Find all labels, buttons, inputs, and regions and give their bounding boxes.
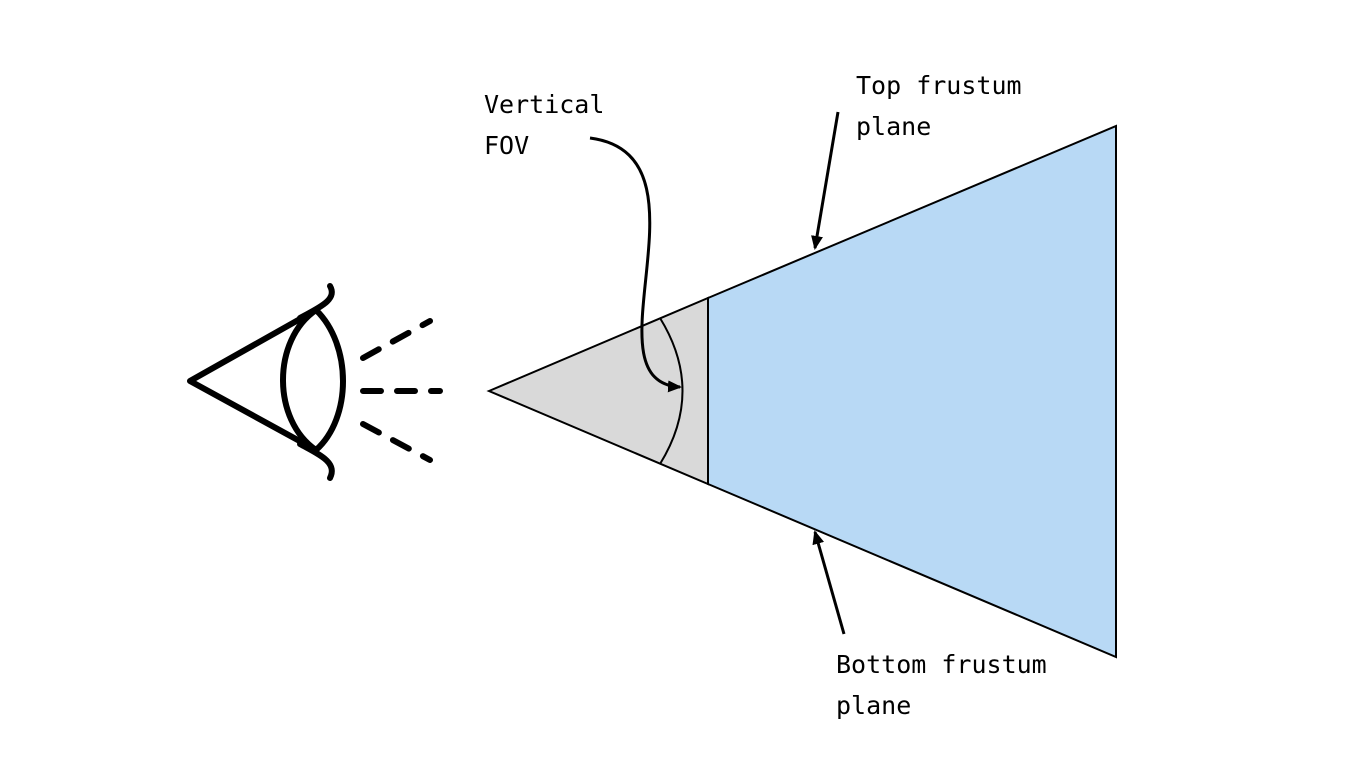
frustum-volume: [707, 124, 1117, 659]
top-plane-label-line2: plane: [856, 112, 931, 141]
fov-label-line1: Vertical: [484, 90, 604, 119]
bottom-plane-label-line1: Bottom frustum: [836, 650, 1047, 679]
top-plane-label-line1: Top frustum: [856, 71, 1022, 100]
fov-leader-arrow: [589, 136, 682, 393]
bottom-plane-arrow: [812, 530, 846, 635]
top-plane-arrow: [811, 111, 840, 250]
bottom-plane-label-line2: plane: [836, 691, 911, 720]
fov-label-line2: FOV: [484, 131, 529, 160]
eye-icon: [187, 283, 346, 481]
sight-lines: [360, 318, 443, 463]
fov-arc: [659, 317, 684, 465]
near-region: [486, 296, 709, 486]
